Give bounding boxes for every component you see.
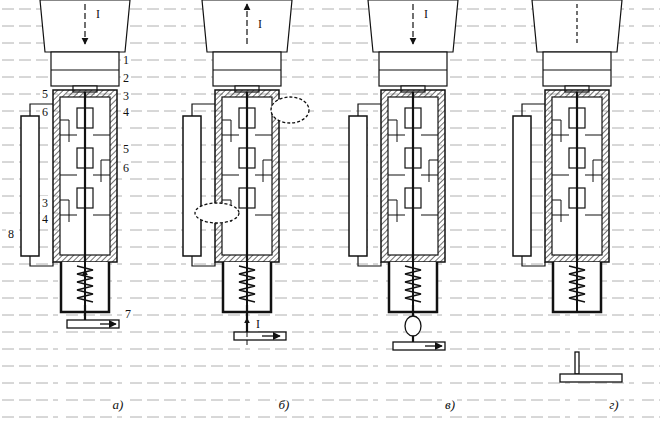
- device-unit: [349, 0, 458, 312]
- device-unit: [513, 0, 622, 312]
- callout-number: 5: [40, 87, 50, 101]
- callout-number: 6: [40, 105, 50, 119]
- callout-number: 5: [121, 142, 131, 156]
- callout-number: 7: [123, 307, 133, 321]
- panel-c-extras: [393, 305, 445, 350]
- panel-a-extras: [67, 270, 119, 328]
- flow-mark: I: [254, 317, 262, 331]
- flow-arrow: [84, 4, 85, 44]
- flow-arrow: [246, 4, 247, 44]
- gas-bubble: [195, 203, 239, 223]
- flow-mark: I: [256, 17, 264, 31]
- device-unit: [183, 0, 292, 312]
- callout-number: 4: [121, 105, 131, 119]
- callout-number: 2: [121, 71, 131, 85]
- flow-mark: I: [94, 7, 102, 21]
- centerline: [576, 4, 577, 44]
- panel-letter: г): [607, 397, 620, 412]
- callout-number: 1: [121, 53, 131, 67]
- panel-b-extras: [195, 97, 309, 345]
- device-unit: [21, 0, 130, 312]
- panel-d-extras: [560, 352, 622, 382]
- callout-number: 4: [40, 212, 50, 226]
- gas-bubble: [405, 316, 421, 336]
- callout-number: 8: [6, 227, 16, 241]
- callout-number: 3: [121, 89, 131, 103]
- gas-bubble: [271, 97, 309, 123]
- flow-arrows: [85, 4, 577, 44]
- flow-arrow: [412, 4, 413, 44]
- callout-number: 6: [121, 161, 131, 175]
- panel-letter: а): [111, 397, 126, 412]
- callout-number: 3: [40, 196, 50, 210]
- panel-letter: в): [443, 397, 457, 412]
- panel-letter: б): [277, 397, 292, 412]
- flow-mark: I: [422, 7, 430, 21]
